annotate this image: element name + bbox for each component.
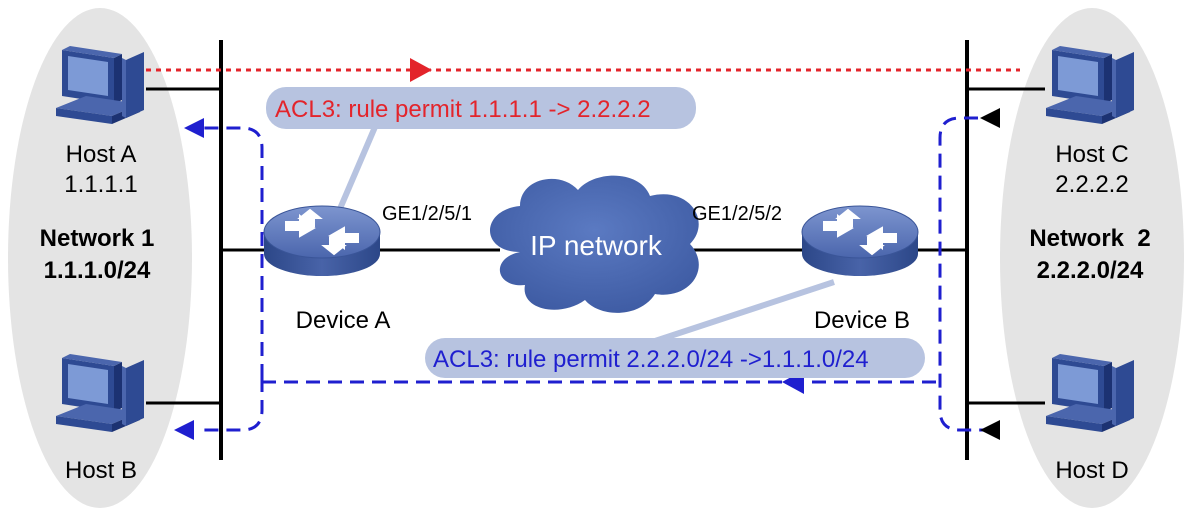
device-b-name: Device B	[814, 307, 910, 334]
host-b-name: Host B	[65, 457, 137, 484]
callout-connector-b	[651, 279, 835, 345]
network-2-area	[1000, 8, 1184, 508]
acl-rule-device-b: ACL3: rule permit 2.2.2.0/24 ->1.1.1.0/2…	[433, 346, 869, 373]
host-c-name: Host C	[1055, 141, 1128, 168]
flow-red-arrowhead	[410, 58, 432, 82]
device-a-name: Device A	[296, 307, 391, 334]
network-2-name: Network 2	[1029, 225, 1150, 252]
network-1-subnet: 1.1.1.0/24	[44, 257, 151, 284]
ip-network-cloud	[490, 175, 699, 313]
acl-rule-device-a: ACL3: rule permit 1.1.1.1 -> 2.2.2.2	[275, 96, 651, 123]
network-1-area	[8, 8, 192, 508]
host-a-ip: 1.1.1.1	[64, 171, 137, 198]
device-b-router-icon	[801, 205, 919, 277]
callout-connector-a	[333, 118, 381, 220]
acl-callout-device-b	[425, 338, 925, 378]
arrow-from-host-c	[980, 108, 1000, 128]
device-b-port: GE1/2/5/2	[692, 203, 782, 225]
device-a-router-icon	[263, 205, 381, 277]
arrow-to-host-b	[174, 420, 194, 440]
arrow-from-host-d	[980, 420, 1000, 440]
device-a-port: GE1/2/5/1	[382, 203, 472, 225]
network-1-name: Network 1	[40, 225, 155, 252]
host-a-name: Host A	[66, 141, 137, 168]
flow-blue-left-top	[200, 126, 264, 378]
host-c-ip: 2.2.2.2	[1055, 171, 1128, 198]
arrow-to-host-a	[184, 118, 204, 138]
flow-blue-right	[938, 116, 1000, 432]
acl-callout-device-a	[266, 87, 696, 129]
network-2-subnet: 2.2.2.0/24	[1037, 257, 1144, 284]
host-d-name: Host D	[1055, 457, 1128, 484]
flow-blue-left-bottom	[200, 378, 264, 432]
ip-network-label: IP network	[530, 230, 663, 261]
